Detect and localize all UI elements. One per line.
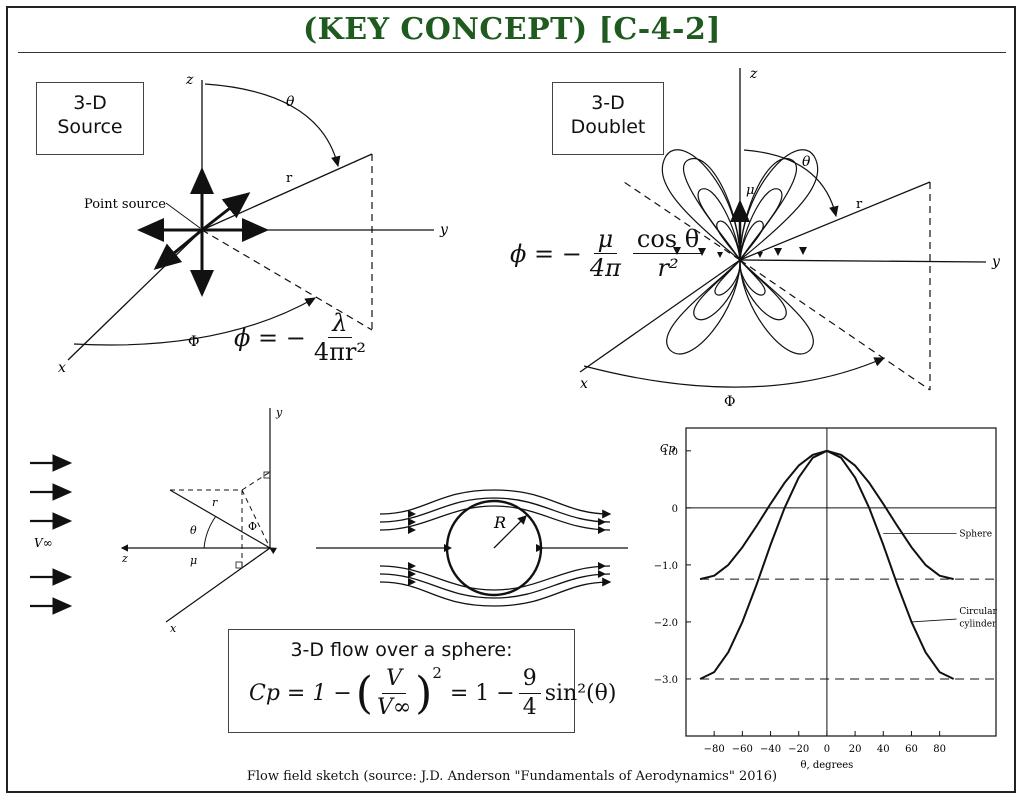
source-potential-equation: ϕ = − λ 4πr² — [234, 310, 374, 365]
cylinder-series-label-line1: Circular — [959, 607, 997, 617]
chart-x-tick-label: 40 — [877, 744, 890, 755]
coord-radius-line — [169, 489, 277, 555]
coord-x-label: x — [170, 622, 177, 635]
coord-y-label: y — [275, 406, 283, 419]
cp-lhs: Cp = 1 − — [249, 681, 352, 706]
doublet-mu-label: μ — [746, 183, 754, 198]
coord-theta-label: θ — [190, 524, 197, 537]
doublet-eq-den2: r² — [657, 254, 679, 282]
chart-x-tick-label: −60 — [732, 744, 753, 755]
chart-x-tick-label: −80 — [704, 744, 725, 755]
doublet-x-label: x — [580, 376, 588, 392]
source-phi-arc — [73, 297, 317, 346]
doublet-theta-label: θ — [802, 154, 811, 170]
cylinder-leader-line — [911, 618, 957, 623]
page-title: (KEY CONCEPT) [C-4-2] — [302, 12, 722, 47]
source-theta-label: θ — [286, 94, 295, 110]
cp-exponent: 2 — [432, 664, 442, 682]
source-radius-label: r — [286, 171, 293, 186]
point-source-label: Point source — [84, 197, 166, 212]
chart-y-tick-label: −3.0 — [654, 675, 678, 686]
source-y-label: y — [439, 222, 449, 238]
doublet-diagram: z y x r θ Φ μ — [579, 66, 1001, 410]
source-theta-arc — [204, 83, 341, 168]
doublet-eq-den1: 4π — [589, 254, 621, 282]
doublet-theta-arc — [743, 149, 839, 218]
doublet-eq-lhs: ϕ = − — [510, 239, 582, 268]
source-label-box: 3-D Source — [36, 82, 144, 155]
point-source-arrows — [137, 167, 269, 297]
doublet-eq-num1: μ — [593, 226, 618, 254]
doublet-radius-line — [739, 181, 931, 261]
chart-y-axis-label: Cp — [660, 442, 675, 455]
source-caption: Flow field sketch (source: J.D. Anderson… — [246, 769, 778, 784]
chart-x-tick-label: 60 — [905, 744, 918, 755]
doublet-label-line2: Doublet — [570, 116, 646, 138]
cp-tail: sin²(θ) — [544, 681, 617, 706]
chart-y-tick-label: −1.0 — [654, 561, 678, 572]
source-eq-den: 4πr² — [313, 338, 366, 366]
source-eq-lhs: ϕ = − — [234, 323, 306, 352]
cp-frac-num: V — [382, 666, 406, 694]
title-rule — [18, 52, 1006, 53]
doublet-phi-label: Φ — [724, 394, 735, 410]
sphere-formula-caption: 3-D flow over a sphere: — [290, 639, 513, 661]
doublet-phi-arc — [583, 357, 886, 388]
chart-x-tick-label: 0 — [824, 744, 830, 755]
chart-plot-frame — [685, 427, 997, 737]
doublet-x-axis — [579, 259, 741, 373]
chart-x-tick-label: 80 — [933, 744, 946, 755]
page-frame — [6, 6, 1016, 793]
source-diagram: z y x r θ Φ Point source — [58, 72, 449, 376]
cp-distribution-chart: −80 −60 −40 −20 0 20 40 60 80 1.0 0 −1.0 −2.0 −3.0 Cp θ… — [654, 427, 998, 770]
doublet-y-label: y — [991, 254, 1001, 270]
source-eq-num: λ — [328, 310, 352, 338]
doublet-z-label: z — [749, 66, 758, 82]
doublet-radius-label: r — [856, 197, 863, 212]
doublet-label-box: 3-D Doublet — [552, 82, 664, 155]
cp-coef-den: 4 — [522, 695, 537, 720]
coord-z-label: z — [121, 552, 128, 565]
coord-radius-label: r — [212, 496, 218, 509]
cp-coef-num: 9 — [518, 666, 541, 694]
freestream-arrows — [30, 454, 73, 615]
doublet-streamlines — [661, 149, 819, 355]
sphere-streamlines — [379, 489, 612, 607]
doublet-y-axis — [739, 259, 987, 263]
freestream-coordinate-sketch: V∞ y z x θ Φ r μ — [30, 406, 283, 635]
chart-y-tick-label: 1.0 — [662, 447, 678, 458]
sphere-flow-sketch: R — [316, 489, 628, 607]
coord-mu-label: μ — [190, 554, 197, 567]
cylinder-series-label-line2: cylinder — [959, 619, 997, 629]
doublet-eq-num2: cos θ — [632, 226, 704, 254]
source-label-line2: Source — [57, 116, 123, 138]
chart-x-axis-label: θ, degrees — [800, 760, 853, 770]
freestream-velocity-label: V∞ — [34, 536, 53, 550]
sphere-radius-label: R — [493, 513, 506, 532]
cp-middle: = 1 − — [449, 681, 515, 706]
cp-frac-den: V∞ — [376, 695, 412, 720]
source-label-line1: 3-D — [73, 92, 107, 114]
chart-y-tick-label: 0 — [672, 504, 678, 515]
sphere-series-label: Sphere — [959, 530, 992, 540]
sphere-cp-equation: Cp = 1 − ( V V∞ ) 2 = 1 − 9 4 sin²(θ) — [249, 664, 617, 720]
doublet-potential-equation: ϕ = − μ 4π cos θ r² — [510, 226, 707, 281]
doublet-label-line1: 3-D — [591, 92, 625, 114]
source-x-label: x — [58, 360, 66, 376]
chart-x-tick-label: −40 — [760, 744, 781, 755]
sphere-formula-box: 3-D flow over a sphere: Cp = 1 − ( V V∞ … — [228, 629, 616, 733]
source-z-label: z — [185, 72, 194, 88]
chart-x-tick-label: 20 — [849, 744, 862, 755]
chart-y-tick-label: −2.0 — [654, 618, 678, 629]
chart-x-tick-label: −20 — [788, 744, 809, 755]
source-radius-line — [201, 153, 373, 231]
source-phi-label: Φ — [188, 334, 199, 350]
coord-phi-label: Φ — [248, 520, 257, 533]
